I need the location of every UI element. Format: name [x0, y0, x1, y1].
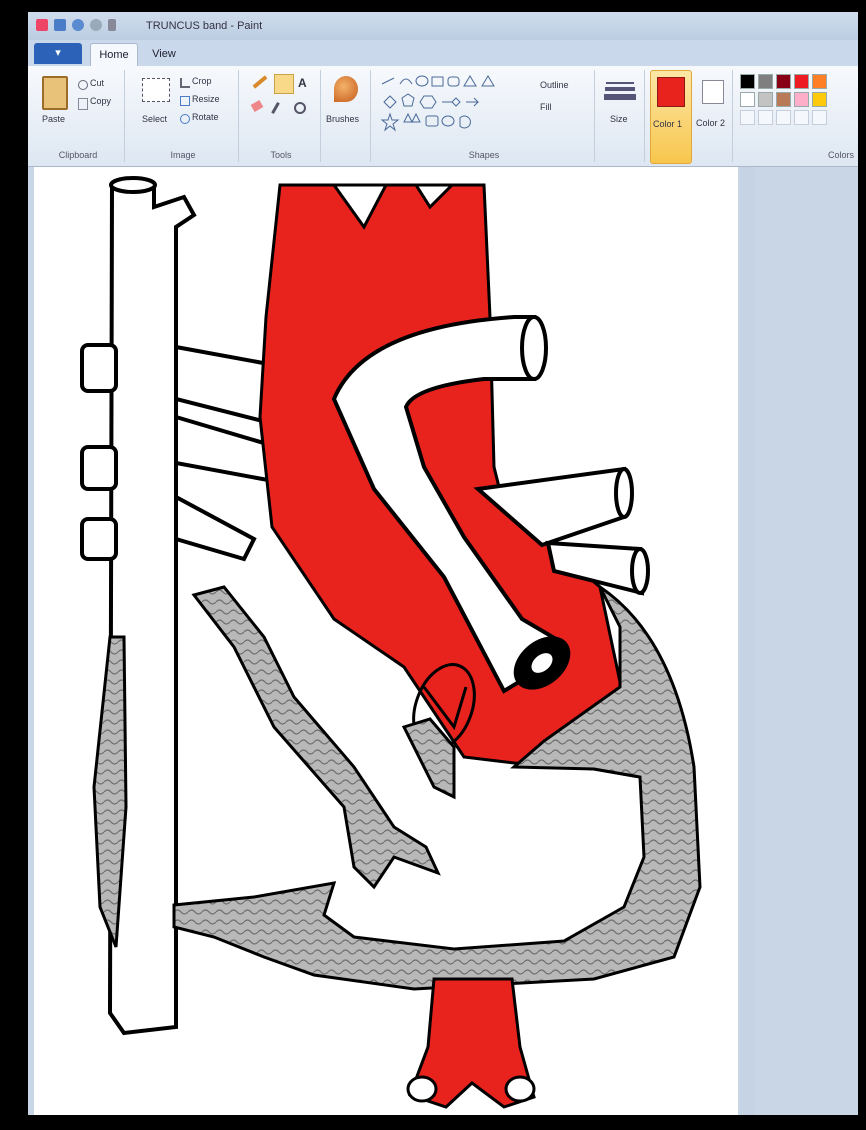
paint-app-icon[interactable]: [36, 19, 48, 31]
title-bar: TRUNCUS band - Paint: [28, 12, 858, 40]
magnifier-icon[interactable]: [294, 102, 306, 114]
palette-swatch[interactable]: [758, 92, 773, 107]
size-lines-icon[interactable]: [606, 82, 634, 84]
vertical-scrollbar[interactable]: [740, 167, 754, 1115]
select-button-label[interactable]: Select: [142, 114, 167, 124]
drawing-canvas[interactable]: [34, 167, 738, 1115]
palette-swatch[interactable]: [812, 92, 827, 107]
colors-group-label: Colors: [734, 150, 858, 160]
tools-group: A Tools: [242, 70, 321, 162]
file-menu-button[interactable]: ▾: [34, 43, 82, 64]
cut-button-label[interactable]: Cut: [90, 78, 104, 88]
descending-aorta: [408, 979, 534, 1107]
ribbon-tabs: ▾ Home View: [28, 40, 858, 67]
eraser-icon[interactable]: [251, 100, 264, 112]
palette-swatch[interactable]: [740, 92, 755, 107]
fill-button-label[interactable]: Fill: [540, 102, 552, 112]
color1-swatch[interactable]: [657, 77, 685, 107]
palette-swatch[interactable]: [794, 92, 809, 107]
cut-icon[interactable]: [78, 80, 88, 90]
image-group-label: Image: [128, 150, 238, 160]
rotate-icon[interactable]: [180, 114, 190, 124]
clipboard-group-label: Clipboard: [32, 150, 124, 160]
color2-selector[interactable]: Color 2: [694, 70, 733, 162]
redo-icon[interactable]: [90, 19, 102, 31]
truncus-heart-illustration: [34, 167, 738, 1115]
fill-bucket-icon[interactable]: [274, 74, 294, 94]
palette-empty-swatch[interactable]: [794, 110, 809, 125]
palette-swatch[interactable]: [758, 74, 773, 89]
ribbon: Paste Cut Copy Clipboard Select Crop Res…: [28, 66, 858, 167]
window-title: TRUNCUS band - Paint: [146, 20, 262, 32]
palette-swatch[interactable]: [776, 74, 791, 89]
palette-swatch[interactable]: [794, 74, 809, 89]
copy-icon[interactable]: [78, 98, 88, 110]
shapes-group: Outline Fill Shapes: [374, 70, 595, 162]
shapes-gallery[interactable]: [378, 74, 528, 134]
size-group: Size: [598, 70, 645, 162]
size-button-label[interactable]: Size: [610, 114, 628, 124]
tab-home[interactable]: Home: [90, 43, 138, 66]
copy-button-label[interactable]: Copy: [90, 96, 111, 106]
tools-group-label: Tools: [242, 150, 320, 160]
text-icon[interactable]: A: [298, 76, 307, 90]
image-group: Select Crop Resize Rotate Image: [128, 70, 239, 162]
canvas-area: [28, 167, 858, 1115]
select-icon[interactable]: [142, 78, 170, 102]
palette-empty-swatch[interactable]: [758, 110, 773, 125]
color-picker-icon[interactable]: [271, 102, 280, 114]
crop-icon[interactable]: [180, 78, 190, 88]
pencil-icon[interactable]: [253, 75, 268, 88]
clipboard-group: Paste Cut Copy Clipboard: [32, 70, 125, 162]
brushes-group: Brushes: [324, 70, 371, 162]
palette-empty-swatch[interactable]: [812, 110, 827, 125]
palette-swatch[interactable]: [740, 74, 755, 89]
color1-label: Color 1: [653, 119, 682, 129]
shapes-group-label: Shapes: [374, 150, 594, 160]
crop-button-label[interactable]: Crop: [192, 76, 212, 86]
paint-window: TRUNCUS band - Paint ▾ Home View Paste C…: [28, 12, 858, 1115]
palette-swatch[interactable]: [812, 74, 827, 89]
undo-icon[interactable]: [72, 19, 84, 31]
tab-view[interactable]: View: [144, 43, 184, 65]
colors-group: Colors: [734, 70, 858, 162]
palette-empty-swatch[interactable]: [776, 110, 791, 125]
palette-empty-swatch[interactable]: [740, 110, 755, 125]
rotate-button-label[interactable]: Rotate: [192, 112, 219, 122]
brushes-button-label[interactable]: Brushes: [326, 114, 359, 124]
resize-button-label[interactable]: Resize: [192, 94, 220, 104]
paste-icon[interactable]: [42, 76, 68, 110]
customize-dropdown-icon[interactable]: [108, 19, 116, 31]
color2-swatch[interactable]: [702, 80, 724, 104]
color2-label: Color 2: [696, 118, 725, 128]
resize-icon[interactable]: [180, 96, 190, 106]
palette-swatch[interactable]: [776, 92, 791, 107]
save-icon[interactable]: [54, 19, 66, 31]
outline-button-label[interactable]: Outline: [540, 80, 569, 90]
color1-selector[interactable]: Color 1: [650, 70, 692, 164]
brush-icon[interactable]: [334, 76, 358, 102]
paste-button-label[interactable]: Paste: [42, 114, 65, 124]
